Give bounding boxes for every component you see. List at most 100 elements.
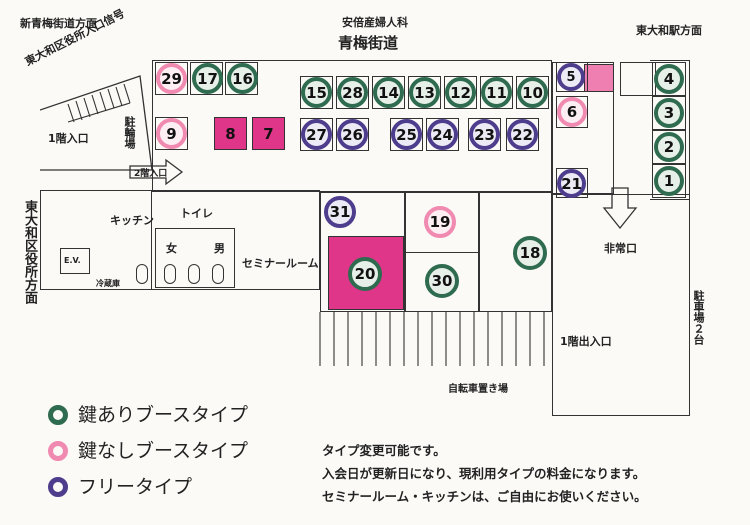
booth-6[interactable]: 6 (557, 97, 587, 127)
booth-cell (506, 118, 539, 151)
booth-cell (652, 62, 686, 96)
booth-13[interactable]: 13 (409, 77, 440, 108)
booth-cell (336, 118, 369, 151)
booth-20[interactable]: 20 (348, 257, 382, 291)
seminar-room-label: セミナールーム (242, 257, 319, 270)
booth-16[interactable]: 16 (227, 63, 258, 94)
main-floor-outline (152, 60, 552, 192)
booth-cell (556, 96, 588, 128)
street-label-ome-kaido: 青梅街道 (338, 34, 399, 52)
legend-green-dot-icon (48, 405, 68, 425)
fridge-label: 冷蔵庫 (96, 279, 120, 288)
direction-label-station: 東大和駅方面 (636, 24, 702, 37)
entrance-1f-left-label: 1階入口 (48, 132, 89, 145)
booth-cell (390, 118, 423, 151)
note-line-1: タイプ変更可能です。 (322, 443, 446, 458)
toilet-room (155, 228, 235, 288)
elevator-label: E.V. (64, 256, 81, 265)
booth-31[interactable]: 31 (324, 196, 356, 228)
booth-1[interactable]: 1 (654, 166, 684, 196)
legend-keyed-booth: 鍵ありブースタイプ (78, 404, 249, 426)
booth-26[interactable]: 26 (337, 119, 368, 150)
female-label: 女 (166, 242, 177, 255)
booth-25[interactable]: 25 (391, 119, 422, 150)
room-20-area (320, 192, 405, 312)
booth-30[interactable]: 30 (425, 264, 459, 298)
booth-8[interactable]: 8 (225, 124, 236, 143)
booth-cell-7 (252, 117, 285, 150)
booth-cell (336, 76, 369, 109)
booth-cell (300, 76, 333, 109)
room-18-area (479, 192, 552, 312)
right-lower-block (552, 194, 690, 416)
booth-cell (652, 130, 686, 164)
booth-cell-5-fill (584, 64, 614, 92)
booth-9[interactable]: 9 (156, 118, 187, 149)
booth-cell (480, 76, 513, 109)
booth-28[interactable]: 28 (337, 77, 368, 108)
toilet-label: トイレ (180, 207, 213, 220)
right-column-outline (650, 60, 690, 200)
arrow-right-icon (129, 158, 184, 186)
booth-cell-8 (214, 117, 247, 150)
booth-27[interactable]: 27 (301, 119, 332, 150)
toilet-fixture (136, 264, 148, 284)
booth-cell (556, 62, 588, 92)
booth-19[interactable]: 19 (424, 206, 456, 238)
booth-12[interactable]: 12 (445, 77, 476, 108)
booth-15[interactable]: 15 (301, 77, 332, 108)
toilet-fixture (164, 264, 176, 284)
booth-14[interactable]: 14 (373, 77, 404, 108)
booth-cell (652, 164, 686, 198)
direction-label-clinic: 安倍産婦人科 (342, 16, 408, 29)
booth-17[interactable]: 17 (192, 63, 223, 94)
booth-5[interactable]: 5 (557, 63, 585, 91)
toilet-fixture (212, 264, 224, 284)
booth-7[interactable]: 7 (263, 124, 274, 143)
booth-cell (300, 118, 333, 151)
booth-cell (444, 76, 477, 109)
note-line-3: セミナールーム・キッチンは、ご自由にお使いください。 (322, 489, 647, 504)
legend-free-type: フリータイプ (78, 476, 193, 498)
direction-label-shin-ome: 新青梅街道方面 (20, 17, 97, 30)
exit-1f-label: 1階出入口 (560, 335, 612, 348)
city-hall-direction-label: 東大和区役所方面 (22, 200, 37, 304)
room-30 (405, 252, 479, 312)
bicycle-lot-stripes (319, 312, 545, 366)
booth-cell (155, 117, 188, 150)
elevator (60, 248, 90, 274)
legend-nokey-booth: 鍵なしブースタイプ (78, 440, 249, 462)
booth-3[interactable]: 3 (654, 98, 684, 128)
booth-cell (155, 62, 188, 95)
to-2f-label: 2階入口 (134, 169, 168, 179)
booth-cell (652, 96, 686, 130)
booth-18[interactable]: 18 (513, 236, 547, 270)
bicycle-lot-label: 自転車置き場 (448, 384, 508, 395)
booth-cell (408, 76, 441, 109)
booth-11[interactable]: 11 (481, 77, 512, 108)
booth-2[interactable]: 2 (654, 132, 684, 162)
parking-label: 駐車場２台 (692, 290, 705, 345)
booth-23[interactable]: 23 (469, 119, 500, 150)
legend-purple-dot-icon (48, 477, 68, 497)
booth-24[interactable]: 24 (427, 119, 458, 150)
booth-4[interactable]: 4 (654, 64, 684, 94)
kitchen-toilet-area (40, 190, 320, 290)
male-label: 男 (214, 242, 225, 255)
booth-cell (426, 118, 459, 151)
booth-cell (372, 76, 405, 109)
stairs-area (40, 60, 152, 190)
booth-10[interactable]: 10 (517, 77, 548, 108)
arrow-down-icon (602, 187, 638, 230)
note-line-2: 入会日が更新日になり、現利用タイプの料金になります。 (322, 466, 646, 481)
booth-cell (516, 76, 549, 109)
bike-park-small-label: 駐輪場 (123, 116, 136, 149)
booth-cell (468, 118, 501, 151)
booth-22[interactable]: 22 (507, 119, 538, 150)
kitchen-label: キッチン (110, 214, 154, 227)
emergency-exit-label: 非常口 (604, 242, 637, 255)
booth-21[interactable]: 21 (557, 169, 586, 198)
toilet-fixture (188, 264, 200, 284)
booth-29[interactable]: 29 (156, 63, 187, 94)
legend-pink-dot-icon (48, 441, 68, 461)
